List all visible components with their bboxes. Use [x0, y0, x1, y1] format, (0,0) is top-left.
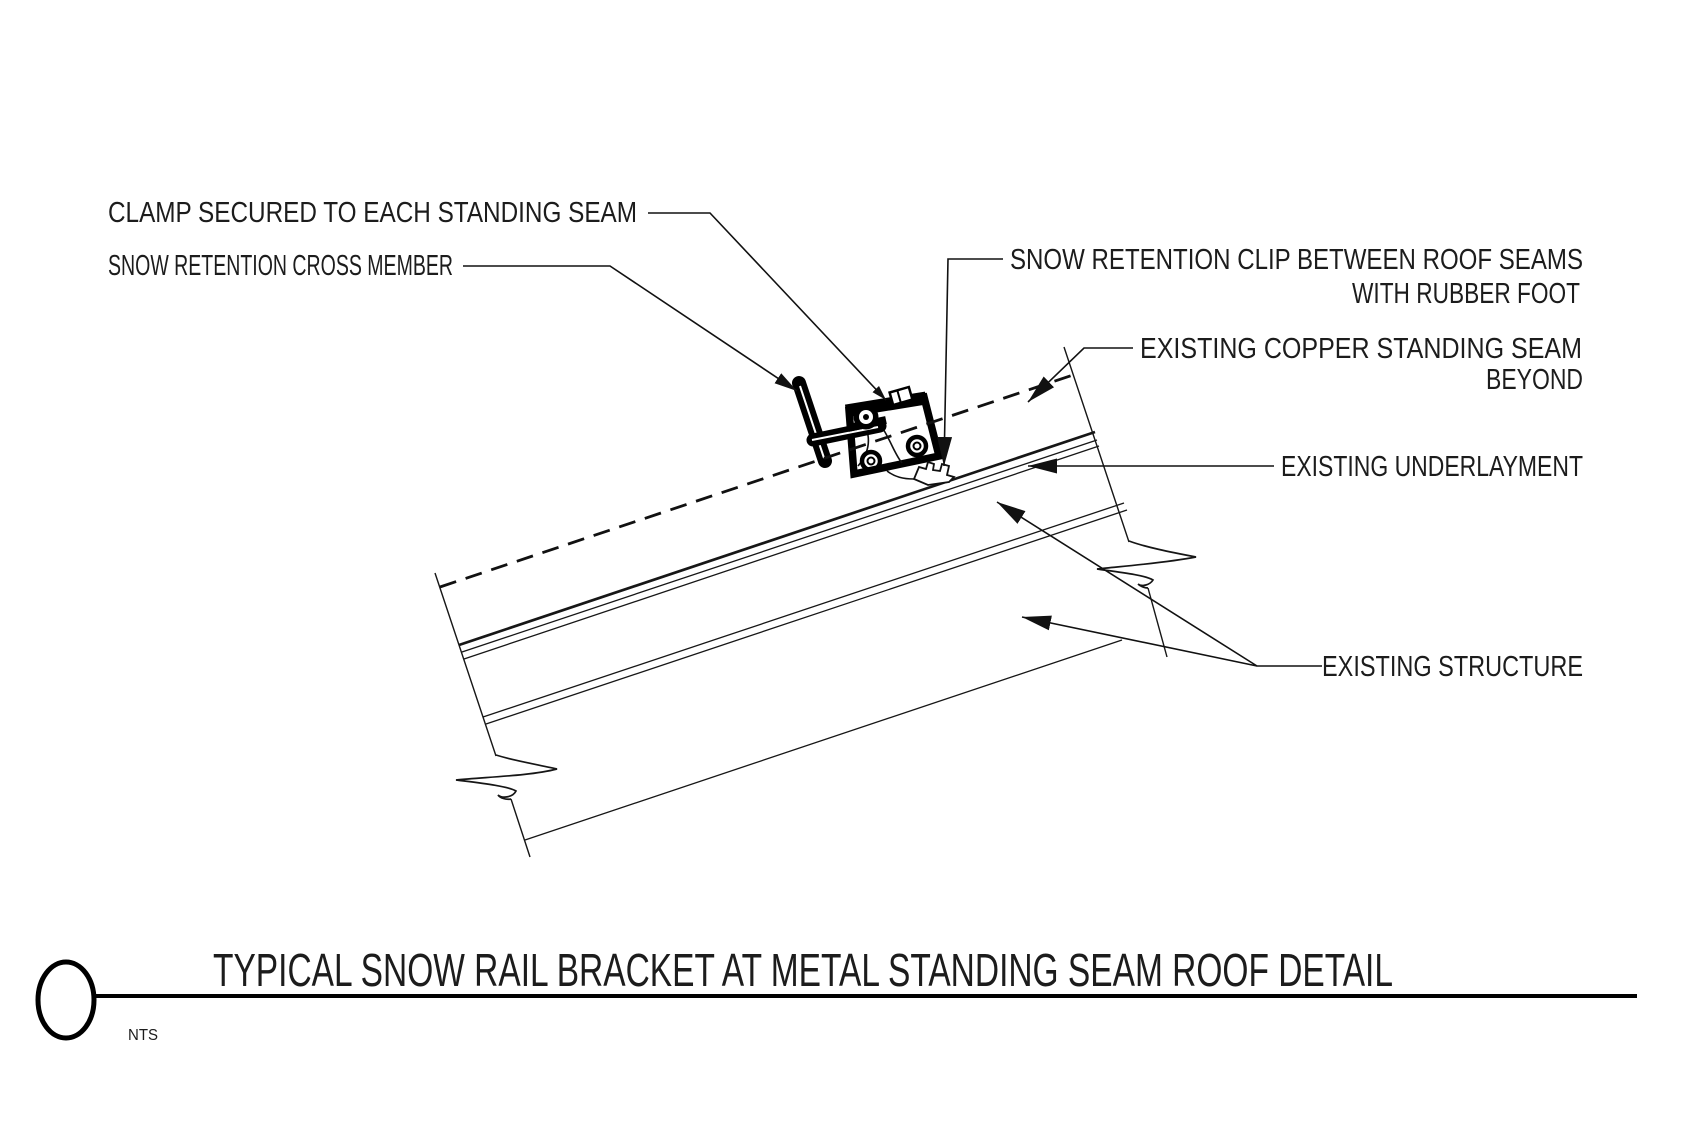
- rubber-foot-gasket-curve: [886, 470, 915, 480]
- leader-copper-seam: [1027, 347, 1133, 403]
- title-block: TYPICAL SNOW RAIL BRACKET AT METAL STAND…: [35, 944, 1637, 1044]
- leader-cross-member: [463, 265, 798, 392]
- left-cut-line-lower: [510, 798, 531, 858]
- scale-note: NTS: [128, 1027, 158, 1044]
- callout-copper-seam-line2: BEYOND: [1486, 364, 1583, 396]
- detail-title: TYPICAL SNOW RAIL BRACKET AT METAL STAND…: [213, 944, 1393, 996]
- underlayment-line-2: [463, 445, 1100, 660]
- clamp-bolt-1-ring: [905, 434, 929, 458]
- callout-clip-line1: SNOW RETENTION CLIP BETWEEN ROOF SEAMS: [1010, 244, 1583, 276]
- clamp-bolt-2-center: [866, 456, 876, 466]
- clamp-bolts: [859, 434, 929, 473]
- clamp-assembly: [792, 376, 944, 479]
- right-cut-line-upper: [1063, 346, 1130, 543]
- structure-bottom-line: [524, 639, 1123, 841]
- leader-clip: [937, 258, 1003, 467]
- leader-structure-branch-2: [1021, 615, 1258, 667]
- roof-panel-surface-line: [458, 430, 1096, 647]
- set-screw-block: [888, 385, 914, 407]
- left-break-mark: [455, 754, 558, 801]
- right-break-mark: [1096, 540, 1197, 589]
- rubber-foot: [912, 460, 956, 486]
- deck-line-1: [482, 502, 1125, 718]
- left-cut-line-upper: [434, 572, 497, 757]
- underlayment-line-1: [461, 439, 1098, 653]
- cross-member-bar-highlight: [799, 385, 825, 459]
- callout-labels: CLAMP SECURED TO EACH STANDING SEAM SNOW…: [108, 197, 1583, 683]
- clamp-bolt-2-ring: [859, 449, 883, 473]
- callout-clip-line2: WITH RUBBER FOOT: [1352, 278, 1580, 310]
- leader-structure-branch-1: [996, 501, 1322, 667]
- rubber-foot-group: [886, 460, 956, 486]
- roof-assembly: [458, 430, 1128, 841]
- clamp-bolt-1-center: [912, 441, 922, 451]
- callout-copper-seam-line1: EXISTING COPPER STANDING SEAM: [1140, 333, 1582, 365]
- callout-underlayment: EXISTING UNDERLAYMENT: [1281, 451, 1583, 483]
- detail-bubble: [35, 959, 97, 1041]
- callout-clamp: CLAMP SECURED TO EACH STANDING SEAM: [108, 197, 637, 229]
- leader-lines: [463, 212, 1322, 667]
- deck-line-2: [485, 509, 1128, 725]
- saddle-bolt-center: [863, 414, 869, 420]
- callout-cross-member: SNOW RETENTION CROSS MEMBER: [108, 250, 453, 282]
- callout-structure: EXISTING STRUCTURE: [1322, 651, 1583, 683]
- leader-clamp: [648, 212, 887, 401]
- set-screw-block-divider: [896, 390, 902, 403]
- standing-seam-beyond-dashed-line: [439, 373, 1074, 589]
